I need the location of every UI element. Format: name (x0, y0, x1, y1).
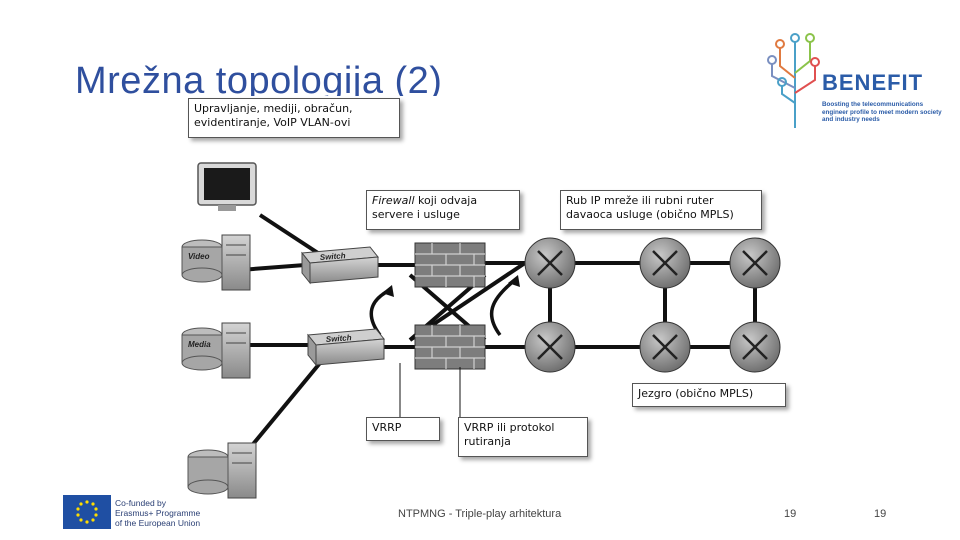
footer-course-title: NTPMNG - Triple-play arhitektura (398, 508, 562, 520)
router-icon (639, 321, 691, 373)
callout-vrrp-text: VRRP (372, 421, 402, 434)
arrow-head-icon (382, 285, 394, 297)
footer-page-number-left: 19 (784, 508, 797, 520)
firewall-icon (414, 324, 486, 370)
callout-vrrp: VRRP (366, 417, 440, 441)
network-topology-diagram: Video Media Switch (170, 95, 790, 535)
callout-edge-line1: Rub IP mreže ili rubni ruter (566, 194, 714, 207)
callout-core: Jezgro (obično MPLS) (632, 383, 786, 407)
database-server-icon (187, 442, 257, 499)
footer-page-number-right: 19 (874, 508, 887, 520)
erasmus-line3: of the European Union (115, 518, 201, 528)
callout-edge-line2: davaoca usluge (obično MPLS) (566, 208, 734, 221)
callout-edge: Rub IP mreže ili rubni ruter davaoca usl… (560, 190, 762, 230)
erasmus-text: Co-funded by Erasmus+ Programme of the E… (115, 498, 235, 528)
arrow-head-icon (508, 275, 520, 287)
callout-pointers (399, 363, 461, 417)
erasmus-line2: Erasmus+ Programme (115, 508, 201, 518)
callout-firewall-rest1: koji odvaja (414, 194, 478, 207)
server-label-media: Media (188, 340, 211, 349)
router-icon (524, 237, 576, 289)
callout-management-line1: Upravljanje, mediji, obračun, (194, 102, 353, 115)
router-icon (729, 237, 781, 289)
switch-icon (301, 246, 379, 285)
router-icon (729, 321, 781, 373)
eu-flag-icon (63, 495, 111, 529)
firewall-icon (414, 242, 486, 288)
switch-label-1: Switch (320, 251, 346, 262)
callout-management-line2: evidentiranje, VoIP VLAN-ovi (194, 116, 351, 129)
callout-vrrp-routing-line1: VRRP ili protokol (464, 421, 555, 434)
topology-drawing: Video Media Switch (181, 162, 781, 499)
benefit-logo: BENEFIT Boosting the telecommunications … (760, 28, 946, 132)
erasmus-line1: Co-funded by (115, 498, 167, 508)
video-server-icon (181, 234, 251, 291)
callout-vrrp-routing: VRRP ili protokol rutiranja (458, 417, 588, 457)
callout-firewall-rest2: servere i usluge (372, 208, 460, 221)
slide-title: Mrežna topologija (2) (75, 60, 443, 96)
media-server-icon (181, 322, 251, 379)
callout-firewall: Firewall koji odvaja servere i usluge (366, 190, 520, 230)
server-label-video: Video (188, 252, 210, 261)
switch-label-2: Switch (326, 333, 352, 344)
eu-stars-icon (76, 500, 98, 524)
router-icon (524, 321, 576, 373)
callout-management: Upravljanje, mediji, obračun, evidentira… (188, 98, 400, 138)
circuit-tree-icon (767, 33, 820, 128)
router-icon (639, 237, 691, 289)
monitor-icon (197, 162, 257, 211)
callout-firewall-italic: Firewall (372, 194, 415, 207)
callout-vrrp-routing-line2: rutiranja (464, 435, 511, 448)
switch-icon (307, 328, 385, 367)
erasmus-badge: Co-funded by Erasmus+ Programme of the E… (63, 495, 233, 531)
callout-core-text: Jezgro (obično MPLS) (638, 387, 754, 400)
connection-lines (238, 213, 757, 462)
logo-name: BENEFIT (822, 70, 924, 95)
logo-tagline: Boosting the telecommunications engineer… (822, 101, 942, 123)
